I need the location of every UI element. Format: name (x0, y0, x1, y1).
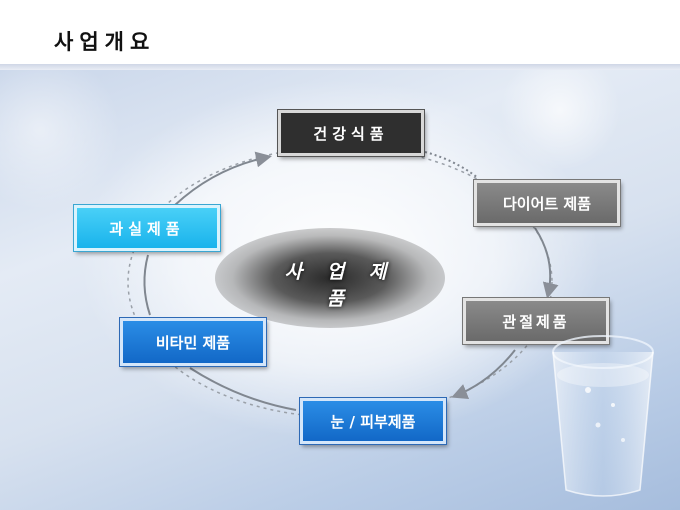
node-diet-product-label: 다이어트 제품 (502, 194, 592, 213)
node-vitamin-product: 비타민 제품 (119, 317, 267, 367)
node-fruit-product-label: 과실제품 (109, 219, 185, 238)
center-label: 사 업 제 품 (284, 261, 396, 310)
node-fruit-product: 과실제품 (73, 204, 221, 252)
node-health-food: 건강식품 (277, 109, 425, 157)
header: 사업개요 (0, 0, 680, 70)
arrow-vitamin-to-fruit (143, 254, 151, 316)
arrow-joint-to-eyeskin (451, 349, 516, 399)
arrow-diet-to-joint (534, 227, 559, 299)
node-eye-skin-product-label: 눈 / 피부제품 (330, 412, 416, 431)
node-eye-skin-product: 눈 / 피부제품 (299, 397, 447, 445)
node-health-food-label: 건강식품 (313, 124, 389, 143)
arrow-health-to-diet (424, 151, 479, 179)
node-diet-product: 다이어트 제품 (473, 179, 621, 227)
header-divider (0, 64, 680, 70)
node-vitamin-product-label: 비타민 제품 (155, 333, 231, 352)
arrow-to-health-food (174, 151, 272, 206)
water-glass-icon (552, 335, 654, 497)
arrow-vitamin-to-eyeskin (189, 367, 297, 411)
page-title: 사업개요 (54, 30, 156, 54)
node-joint-product-label: 관절제품 (502, 312, 570, 331)
center-glow (215, 228, 445, 328)
